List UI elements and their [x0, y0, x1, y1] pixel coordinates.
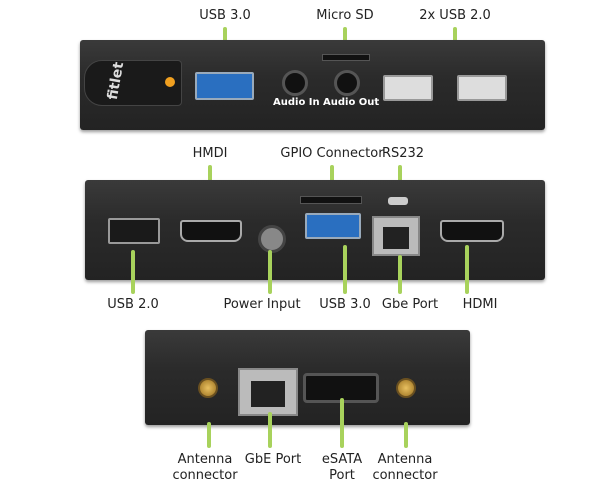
label-2x-usb2: 2x USB 2.0 [419, 8, 491, 23]
leader-line [340, 398, 344, 448]
rs232-port [388, 197, 408, 205]
leader-line [207, 422, 211, 448]
usb2-port [457, 75, 507, 101]
label-usb2: USB 2.0 [107, 297, 159, 312]
fitlet-logo-badge: fitlet [84, 60, 182, 106]
label-hmdi: HMDI [192, 146, 228, 161]
gpio-connector [300, 196, 362, 204]
label-antenna-left: Antenna connector [172, 452, 238, 483]
label-usb3-top: USB 3.0 [199, 8, 251, 23]
usb2-port [108, 218, 160, 244]
usb3-port [305, 213, 361, 239]
antenna-connector [396, 378, 416, 398]
audio-in-label: Audio In [273, 97, 320, 108]
leader-line [330, 165, 334, 193]
microsd-slot [322, 54, 370, 61]
leader-line [268, 412, 272, 448]
leader-line [343, 245, 347, 294]
label-gbe-port: Gbe Port [381, 297, 439, 312]
label-esata-port: eSATA Port [321, 452, 363, 483]
label-rs232: RS232 [381, 146, 425, 161]
usb2-port [383, 75, 433, 101]
label-antenna-right: Antenna connector [372, 452, 438, 483]
power-jack [258, 225, 286, 253]
audio-out-label: Audio Out [323, 97, 380, 108]
label-hdmi: HDMI [462, 297, 498, 312]
leader-line [343, 27, 347, 47]
leader-line [404, 422, 408, 448]
hdmi-port [180, 220, 242, 242]
power-led-icon [165, 77, 175, 87]
usb3-port [195, 72, 254, 100]
leader-line [268, 250, 272, 294]
ethernet-port [238, 368, 298, 416]
leader-line [131, 250, 135, 294]
audio-in-jack [282, 70, 308, 96]
label-gbe-port-side: GbE Port [244, 452, 302, 467]
label-microsd: Micro SD [316, 8, 374, 23]
label-gpio: GPIO Connector [280, 146, 384, 161]
audio-out-jack [334, 70, 360, 96]
hdmi-port [440, 220, 504, 242]
leader-line [398, 255, 402, 294]
antenna-connector [198, 378, 218, 398]
ethernet-port [372, 216, 420, 256]
label-usb3: USB 3.0 [319, 297, 371, 312]
label-power-input: Power Input [223, 297, 301, 312]
leader-line [465, 245, 469, 294]
logo-text: fitlet [104, 60, 128, 102]
